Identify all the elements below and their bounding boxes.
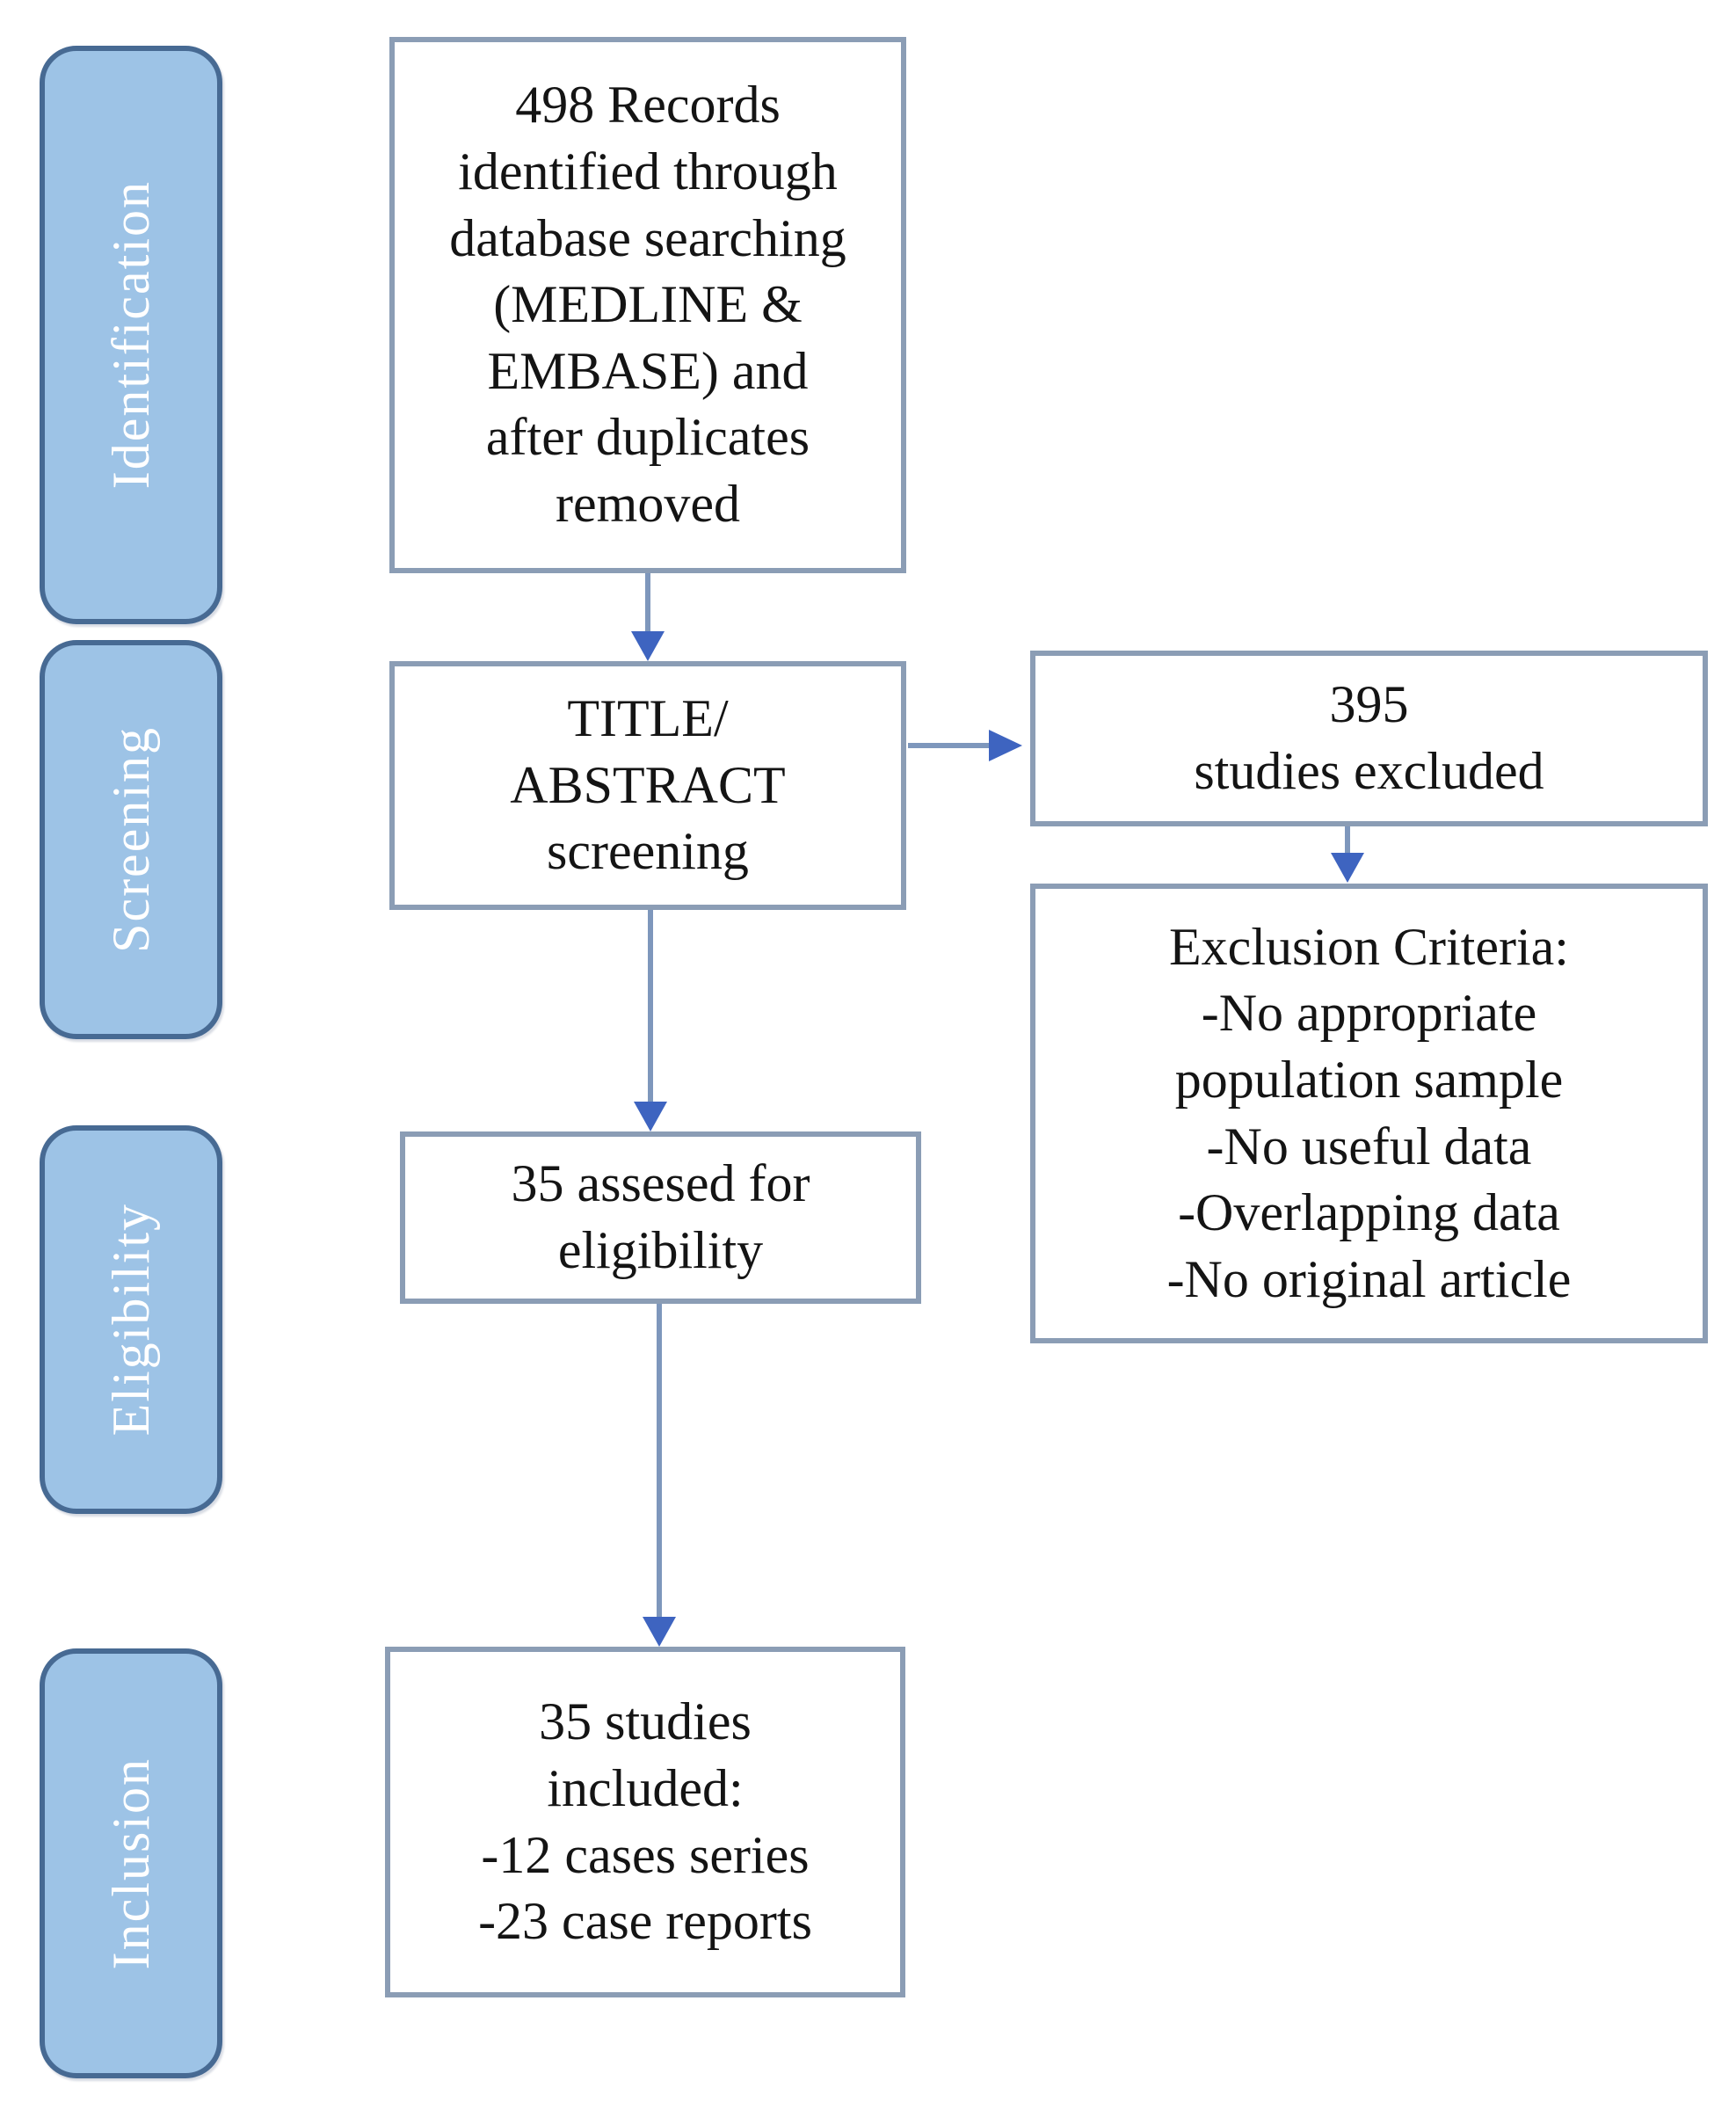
box-text: 498 Records identified through database … [449,76,846,533]
box-title-abstract-screening: TITLE/ ABSTRACT screening [389,661,906,910]
box-studies-excluded: 395 studies excluded [1030,651,1708,826]
stage-pill-inclusion: Inclusion [40,1648,222,2078]
arrow-line [657,1304,662,1619]
stage-label: Inclusion [101,1757,160,1970]
stage-pill-eligibility: Eligibility [40,1125,222,1514]
stage-label: Eligibility [101,1203,160,1437]
box-text: 35 studies included: -12 cases series -2… [478,1692,812,1951]
box-studies-included: 35 studies included: -12 cases series -2… [385,1647,905,1997]
arrow-line [645,573,650,633]
box-records-identified: 498 Records identified through database … [389,37,906,573]
box-text: 395 studies excluded [1194,675,1544,800]
arrow-head-down-icon [631,631,665,661]
box-text: Exclusion Criteria: -No appropriate popu… [1166,917,1572,1308]
box-text: 35 assesed for eligibility [511,1154,810,1279]
arrow-head-down-icon [643,1617,676,1647]
stage-label: Screening [101,726,160,953]
arrow-line [908,743,991,748]
stage-pill-identification: Identification [40,46,222,624]
arrow-line [648,910,653,1103]
box-assessed-eligibility: 35 assesed for eligibility [400,1131,921,1304]
arrow-head-down-icon [1331,853,1364,883]
box-text: TITLE/ ABSTRACT screening [510,689,786,881]
stage-pill-screening: Screening [40,640,222,1039]
stage-label: Identification [101,180,160,490]
box-exclusion-criteria: Exclusion Criteria: -No appropriate popu… [1030,884,1708,1343]
arrow-head-right-icon [989,730,1022,761]
arrow-line [1345,826,1350,855]
arrow-head-down-icon [634,1102,667,1131]
